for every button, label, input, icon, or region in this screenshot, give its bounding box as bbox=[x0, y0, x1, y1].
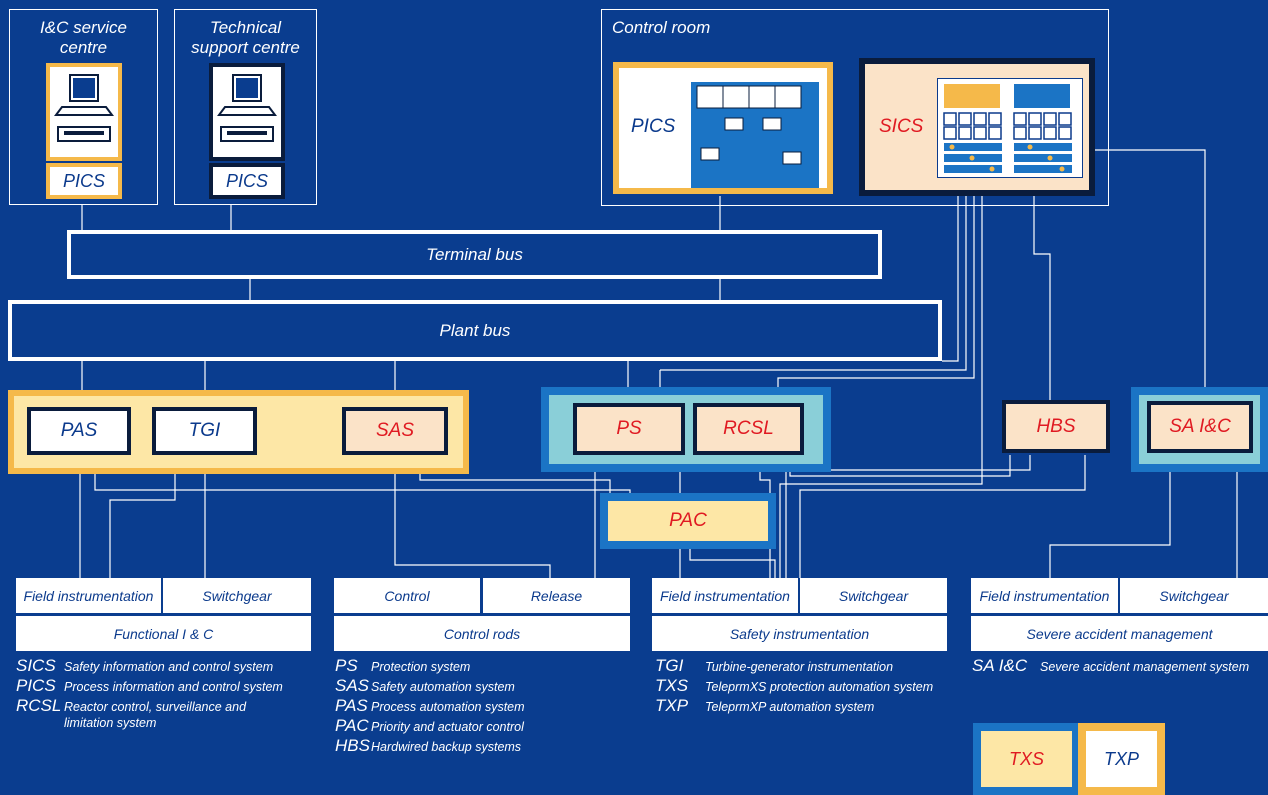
ps-box: PS bbox=[573, 403, 685, 455]
control-pics-label: PICS bbox=[631, 116, 676, 137]
severe-accident-label: Severe accident management bbox=[971, 616, 1268, 651]
legend-item: limitation system bbox=[64, 716, 157, 730]
computer-icon bbox=[54, 74, 114, 142]
control-pics-station: PICS bbox=[613, 62, 833, 194]
technical-title-line2: support centre bbox=[191, 38, 300, 57]
pas-box: PAS bbox=[27, 407, 131, 455]
hbs-box: HBS bbox=[1002, 400, 1110, 453]
safety-field-instrumentation: Field instrumentation bbox=[652, 578, 798, 613]
rcsl-box: RCSL bbox=[693, 403, 804, 455]
control-sics-label: SICS bbox=[879, 116, 924, 137]
txp-key: TXP bbox=[1078, 723, 1165, 795]
severe-field-instrumentation: Field instrumentation bbox=[971, 578, 1118, 613]
pac-box: PAC bbox=[600, 493, 776, 549]
functional-switchgear: Switchgear bbox=[163, 578, 311, 613]
sics-panel bbox=[937, 78, 1083, 178]
service-pics: PICS bbox=[46, 163, 122, 199]
sas-box: SAS bbox=[342, 407, 448, 455]
operator-desk-icon bbox=[700, 117, 802, 165]
sa-ic-box: SA I&C bbox=[1147, 401, 1253, 453]
pics-console-area bbox=[691, 82, 819, 188]
technical-pics: PICS bbox=[209, 163, 285, 199]
functional-field-instrumentation: Field instrumentation bbox=[16, 578, 161, 613]
control-rods-release: Release bbox=[483, 578, 630, 613]
service-centre-panel: I&C service centre PICS bbox=[9, 9, 158, 205]
txs-key: TXS bbox=[973, 723, 1080, 795]
service-title-line2: centre bbox=[59, 38, 108, 57]
technical-centre-panel: Technical support centre PICS bbox=[174, 9, 317, 205]
functional-ic-label: Functional I & C bbox=[16, 616, 311, 651]
severe-switchgear: Switchgear bbox=[1120, 578, 1268, 613]
control-sics-station: SICS bbox=[859, 58, 1095, 196]
computer-icon bbox=[217, 74, 277, 142]
control-room-panel: Control room PICS SICS bbox=[601, 9, 1109, 206]
service-title-line1: I&C service bbox=[40, 18, 127, 37]
tgi-box: TGI bbox=[152, 407, 257, 455]
terminal-bus: Terminal bus bbox=[67, 230, 882, 279]
control-room-title: Control room bbox=[612, 18, 711, 37]
control-rods-label: Control rods bbox=[334, 616, 630, 651]
plant-bus: Plant bus bbox=[8, 300, 942, 361]
control-rods-control: Control bbox=[334, 578, 480, 613]
monitor-wall-icon bbox=[696, 85, 802, 165]
safety-instrumentation-label: Safety instrumentation bbox=[652, 616, 947, 651]
safety-switchgear: Switchgear bbox=[800, 578, 947, 613]
technical-workstation bbox=[209, 63, 285, 161]
technical-title-line1: Technical bbox=[209, 18, 282, 37]
service-workstation bbox=[46, 63, 122, 161]
control-panel-icon bbox=[943, 84, 1072, 173]
